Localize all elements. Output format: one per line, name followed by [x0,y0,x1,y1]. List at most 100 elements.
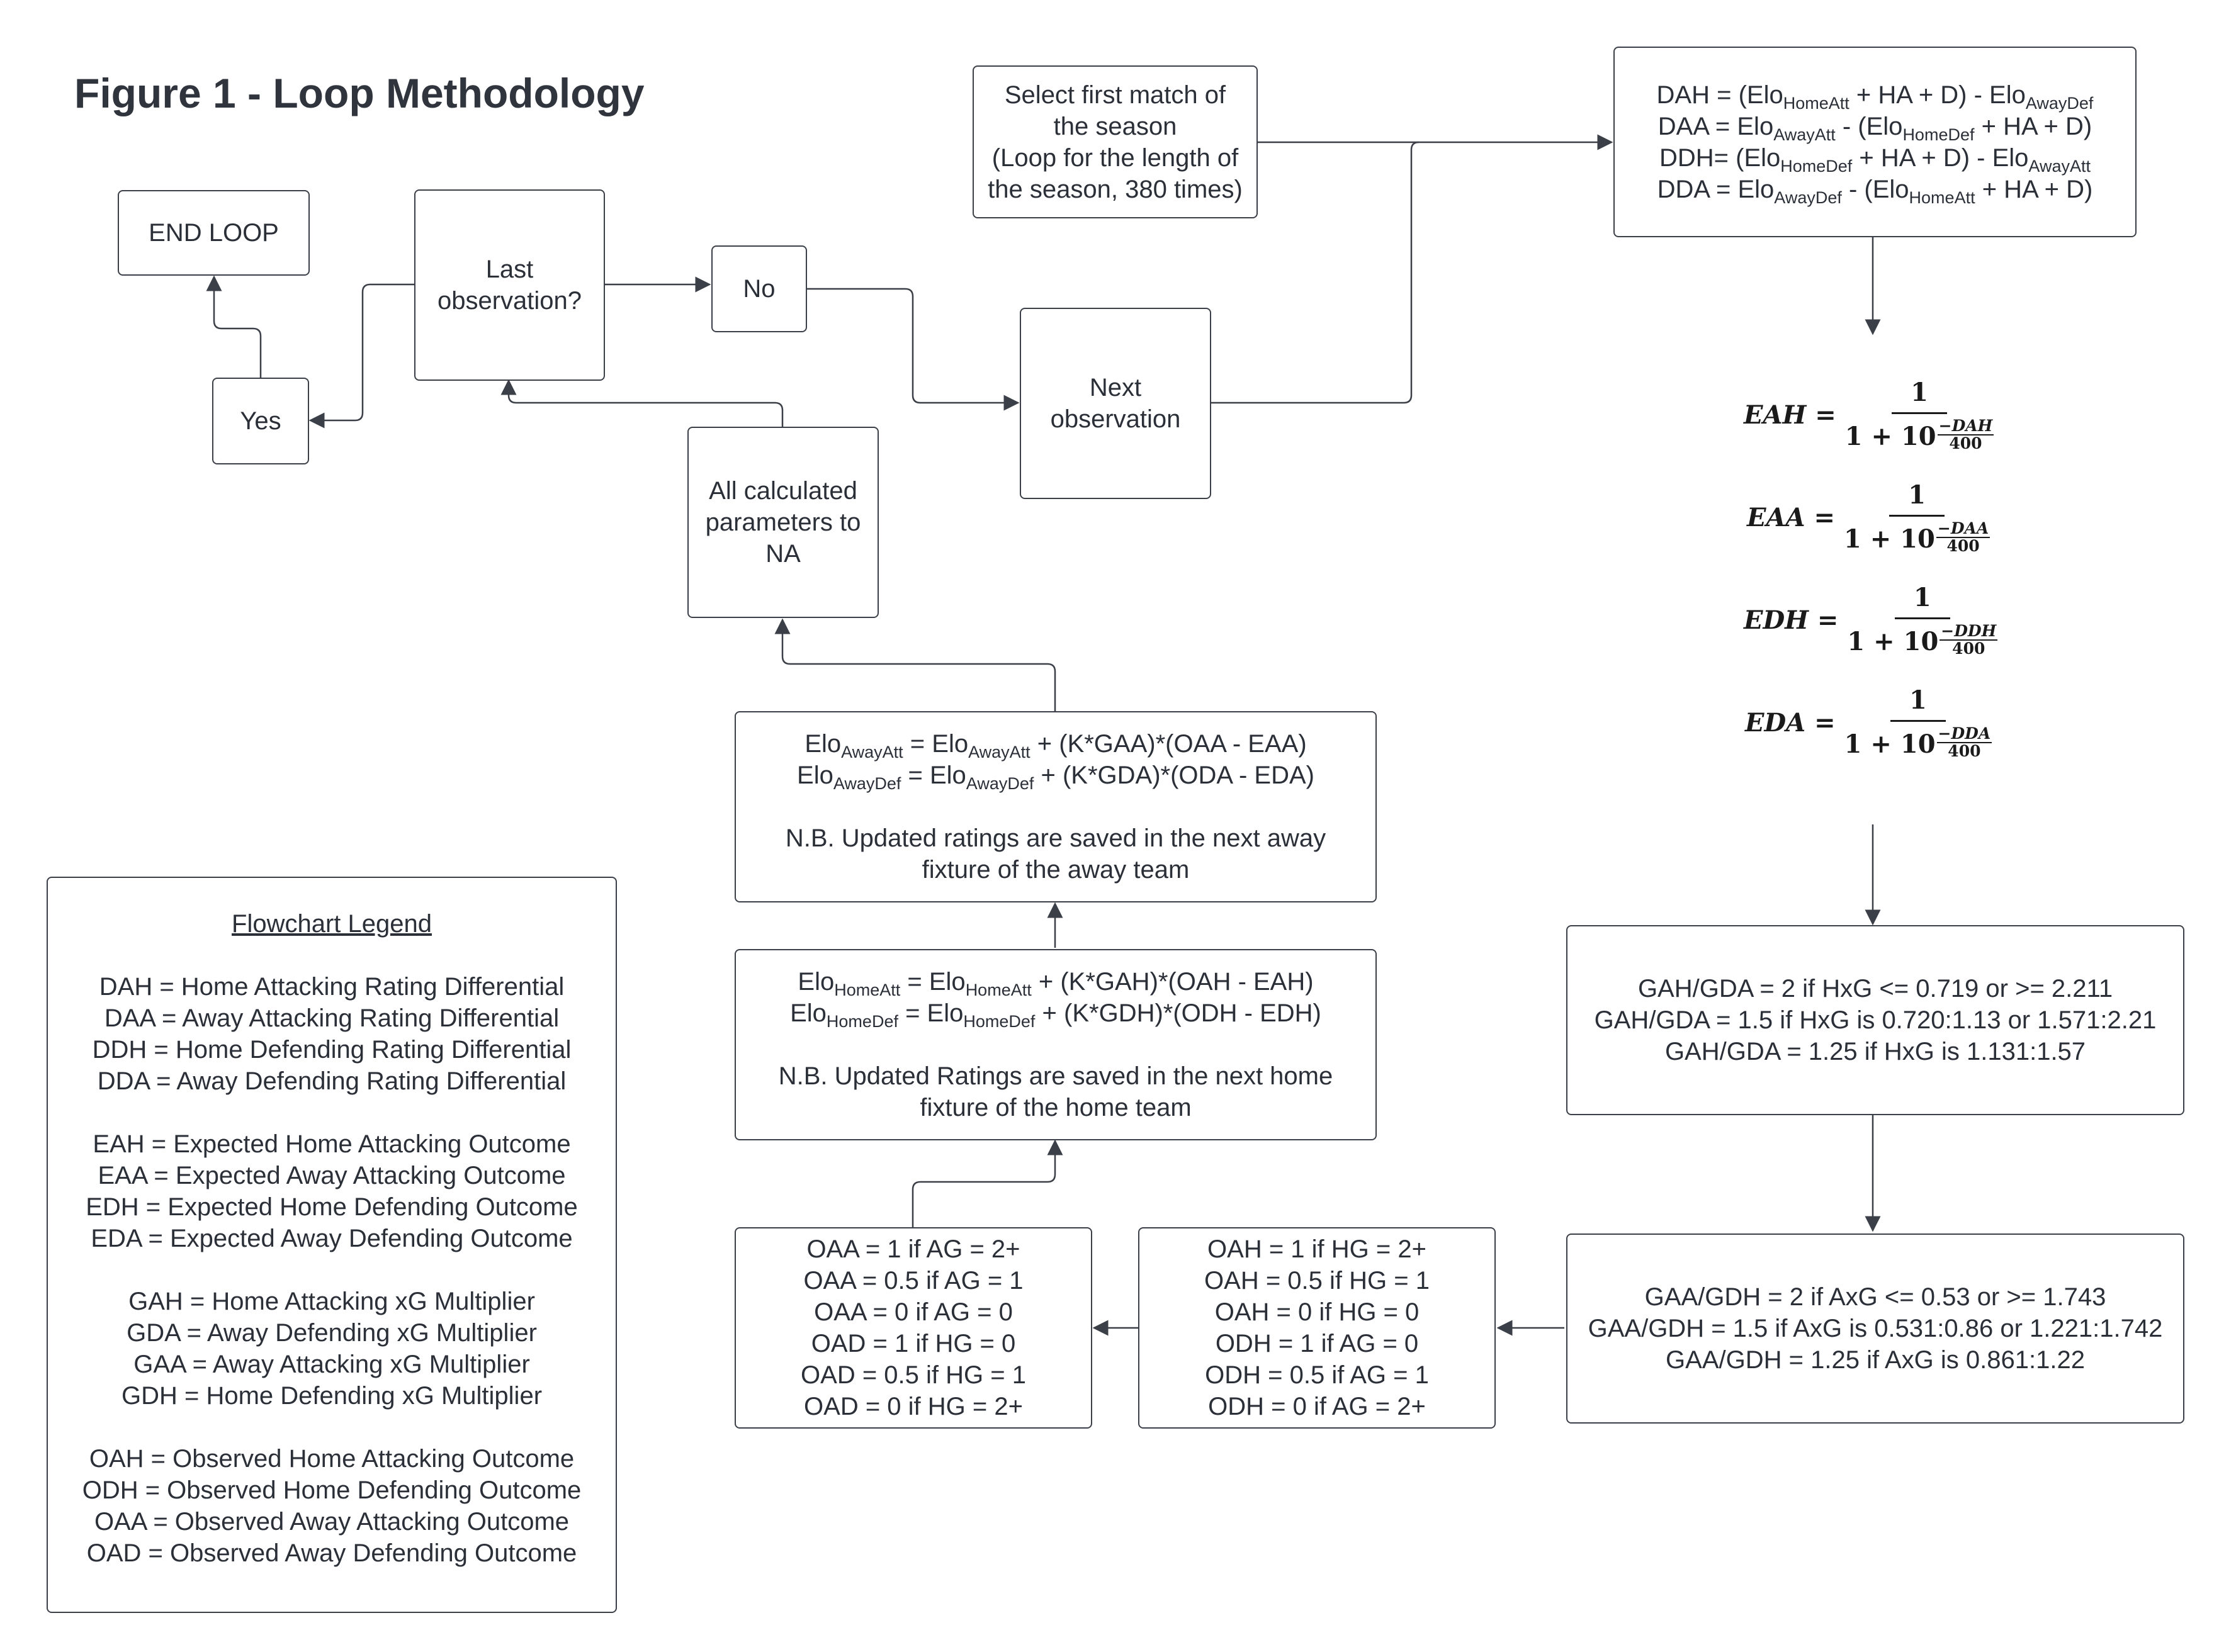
legend-entry: GAA = Away Attacking xG Multiplier [133,1351,530,1378]
subscript: HomeAtt [1909,188,1975,207]
yes-box: Yes [212,378,309,464]
box-text: the season, 380 times) [988,175,1243,203]
box-text: OAD = 1 if HG = 0 [811,1330,1016,1357]
box-text: Select first match of [1004,81,1226,109]
box-text: OAH = 0 if HG = 0 [1214,1298,1420,1326]
gah-gda-multiplier-box: GAH/GDA = 2 if HxG <= 0.719 or >= 2.211 … [1566,925,2184,1115]
page-title: Figure 1 - Loop Methodology [74,70,645,116]
box-text: observation [1050,405,1181,433]
formula-line: fixture of the away team [922,854,1190,885]
legend-entry: OAD = Observed Away Defending Outcome [86,1539,577,1567]
equation-base: 1 + 10 [1847,627,1939,656]
formula-line: EloHomeAtt = EloHomeAtt + (K*GAH)*(OAH -… [798,966,1313,999]
rating-differential-box: DAH = (EloHomeAtt + HA + D) - EloAwayDef… [1613,47,2137,237]
legend-entry: GDA = Away Defending xG Multiplier [127,1319,537,1347]
formula-text: + (K*GDH)*(ODH - EDH) [1035,999,1321,1027]
box-text: GAA/GDH = 2 if AxG <= 0.53 or >= 1.743 [1644,1283,2106,1311]
formula-line: DDH= (EloHomeDef + HA + D) - EloAwayAtt [1659,142,2091,175]
no-box: No [711,245,807,332]
formula-text: - (Elo [1835,112,1903,140]
legend-entry: ODH = Observed Home Defending Outcome [82,1476,582,1504]
exponent-denominator: 400 [1952,639,1985,658]
formula-text: fixture of the home team [920,1094,1192,1121]
equation-lhs: EDH = [1744,605,1839,635]
formula-line: DDA = EloAwayDef - (EloHomeAtt + HA + D) [1657,174,2093,207]
box-text: All calculated [709,477,857,505]
legend-entry: DAA = Away Attacking Rating Differential [104,1004,560,1032]
subscript: AwayDef [833,774,901,793]
formula-text: + HA + D) - Elo [1849,81,2026,109]
equation-numerator: 1 [1892,378,1947,414]
formula-line: EloAwayDef = EloAwayDef + (K*GDA)*(ODA -… [797,760,1314,793]
formula-text: + HA + D) [1974,112,2092,140]
subscript: HomeDef [826,1012,898,1031]
all-params-na-box: All calculated parameters to NA [687,427,879,618]
subscript: AwayAtt [968,743,1030,761]
exponent-denominator: 400 [1948,742,1981,760]
box-text: GAA/GDH = 1.5 if AxG is 0.531:0.86 or 1.… [1588,1315,2163,1342]
equation-base: 1 + 10 [1844,729,1936,759]
box-text: NA [765,540,801,568]
arrow-away-update-to-na [774,618,1056,711]
formula-text: N.B. Updated ratings are saved in the ne… [785,824,1326,852]
legend-entry: EAA = Expected Away Attacking Outcome [98,1162,566,1189]
arrow-na-to-last-obs [500,379,784,427]
equation-lhs: EAA = [1747,502,1835,532]
subscript: HomeDef [963,1012,1036,1031]
equation-lhs: EDA = [1745,707,1836,738]
box-text: GAA/GDH = 1.25 if AxG is 0.861:1.22 [1666,1346,2085,1374]
formula-text: DAH = (Elo [1656,81,1783,109]
subscript: AwayAtt [1773,125,1836,144]
formula-text: Elo [790,999,827,1027]
formula-text: = Elo [903,730,969,758]
equation-numerator: 1 [1889,480,1945,517]
formula-text: N.B. Updated Ratings are saved in the ne… [778,1062,1333,1090]
formula-text: + HA + D) [1975,175,2093,203]
formula-text: + (K*GDA)*(ODA - EDA) [1034,761,1314,789]
legend-entry: GAH = Home Attacking xG Multiplier [128,1288,535,1315]
subscript: HomeAtt [1783,93,1849,113]
box-text: GAH/GDA = 1.5 if HxG is 0.720:1.13 or 1.… [1594,1006,2157,1034]
formula-line: DAA = EloAwayAtt - (EloHomeDef + HA + D) [1658,111,2092,144]
box-text: GAH/GDA = 2 if HxG <= 0.719 or >= 2.211 [1637,975,2113,1003]
box-text: parameters to [705,509,861,536]
subscript: AwayAtt [841,743,903,761]
legend-entry: OAA = Observed Away Attacking Outcome [94,1508,570,1536]
gaa-gdh-multiplier-box: GAA/GDH = 2 if AxG <= 0.53 or >= 1.743 G… [1566,1233,2184,1424]
formula-text: DDH= (Elo [1659,143,1781,172]
formula-text: = Elo [900,968,966,996]
subscript: AwayDef [1774,188,1842,207]
yes-label: Yes [240,407,281,435]
formula-line: fixture of the home team [920,1092,1191,1123]
box-text: OAD = 0 if HG = 2+ [804,1393,1023,1420]
exponent-numerator: −DDA [1936,724,1992,743]
legend-entry: DDA = Away Defending Rating Differential [97,1067,567,1095]
legend-entry: EDH = Expected Home Defending Outcome [86,1193,578,1221]
box-text: Last [485,256,534,283]
legend-entry: DAH = Home Attacking Rating Differential [99,973,565,1001]
arrow-yes-to-end-loop [206,275,262,378]
formula-text: + (K*GAA)*(OAA - EAA) [1030,730,1307,758]
no-label: No [743,275,776,303]
select-first-match-box: Select first match of the season (Loop f… [973,65,1258,218]
legend-title: Flowchart Legend [232,910,432,938]
formula-line: EloHomeDef = EloHomeDef + (K*GDH)*(ODH -… [790,997,1321,1031]
formula-text: = Elo [898,999,964,1027]
end-loop-box: END LOOP [118,190,310,276]
legend-entry: OAH = Observed Home Attacking Outcome [89,1445,575,1473]
end-loop-label: END LOOP [149,219,279,247]
subscript: HomeDef [1902,125,1975,144]
formula-text: Elo [797,761,833,789]
formula-text: = Elo [901,761,966,789]
